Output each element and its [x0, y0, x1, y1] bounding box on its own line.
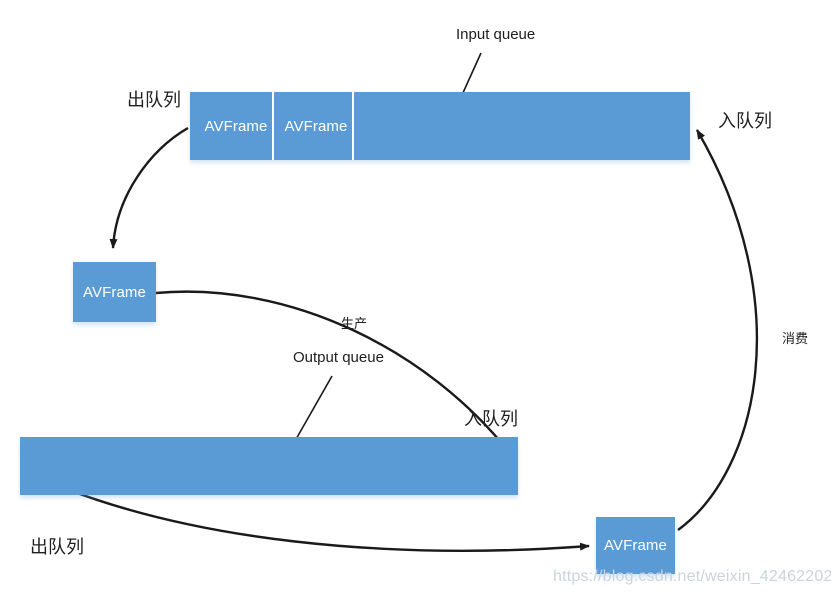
avframe-box-bottom-right-label: AVFrame — [604, 537, 667, 554]
input-queue-divider-1 — [272, 92, 274, 160]
enqueue-output-label: 入队列 — [464, 409, 518, 429]
consume-label: 消费 — [782, 331, 809, 346]
watermark-text: https://blog.csdn.net/weixin_42462202 — [553, 568, 831, 585]
input-queue-bar[interactable]: AVFrame AVFrame — [190, 92, 690, 160]
produce-arrow — [155, 290, 514, 458]
dequeue-bottom-arrow — [21, 468, 590, 552]
consume-arrow — [677, 129, 759, 531]
input-queue-cell-2-label: AVFrame — [284, 117, 348, 135]
input-queue-divider-2 — [352, 92, 354, 160]
avframe-box-middle-left[interactable]: AVFrame — [73, 262, 156, 322]
produce-label: 生产 — [341, 316, 368, 331]
dequeue-top-arrow — [109, 126, 189, 249]
input-queue-cell-1-label: AVFrame — [204, 117, 268, 135]
output-queue-leader-line — [294, 375, 333, 442]
avframe-box-middle-left-label: AVFrame — [83, 283, 146, 301]
dequeue-top-label: 出队列 — [127, 90, 181, 110]
input-queue-leader-line — [461, 52, 482, 96]
output-queue-title-label: Output queue — [293, 349, 384, 366]
dequeue-bottom-label: 出队列 — [30, 537, 84, 557]
output-queue-bar[interactable] — [20, 437, 518, 495]
input-queue-title-label: Input queue — [456, 26, 536, 43]
enqueue-top-right-label: 入队列 — [718, 111, 772, 131]
avframe-box-bottom-right[interactable]: AVFrame — [596, 517, 675, 574]
